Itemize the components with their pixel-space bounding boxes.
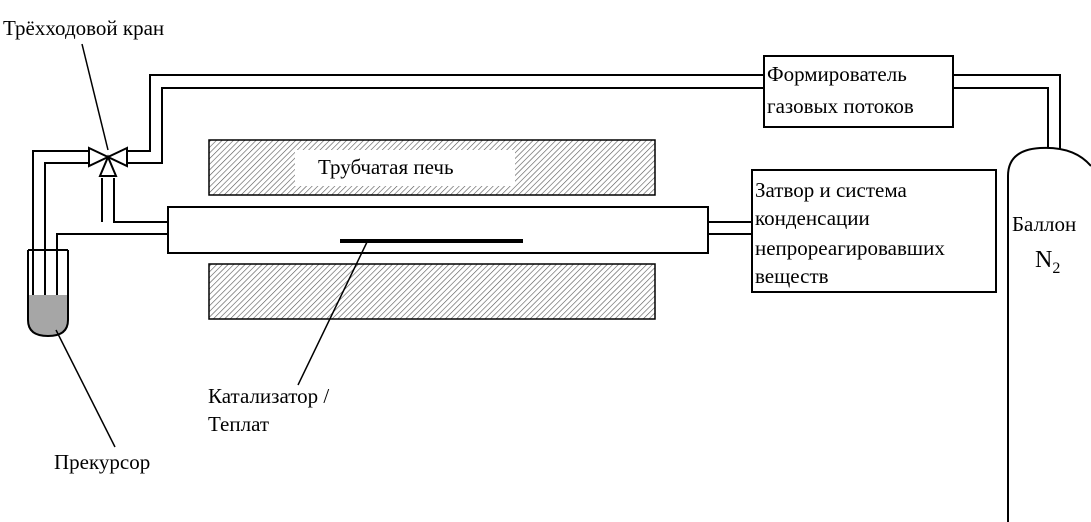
valve-label: Трёхходовой кран (3, 16, 165, 40)
valve-to-precursor-pipe (32, 150, 88, 326)
tube-to-trap-connector (708, 221, 752, 235)
furnace-label-bg (295, 150, 515, 186)
catalyst-label-line2: Теплат (208, 412, 270, 436)
cylinder-formula-sub: 2 (1052, 259, 1061, 277)
furnace-label: Трубчатая печь (318, 155, 454, 179)
leader-lines (55, 43, 369, 448)
furnace-bottom-block (208, 263, 656, 320)
trap-label-line4: веществ (755, 264, 829, 288)
n2-cylinder (1007, 146, 1091, 522)
trap-label-line3: непрореагировавших (755, 236, 945, 260)
reactor-tube (167, 206, 709, 254)
trap-label-line2: конденсации (755, 206, 870, 230)
precursor-vessel (27, 249, 69, 338)
three-way-valve-icon (88, 146, 128, 177)
cylinder-label: Баллон (1012, 212, 1077, 236)
catalyst-label-line1: Катализатор / (208, 384, 330, 408)
gas-flow-former-box (763, 55, 954, 128)
precursor-label: Прекурсор (54, 450, 151, 474)
gas-line-top (120, 74, 1061, 164)
trap-label-line1: Затвор и система (755, 178, 907, 202)
cylinder-formula: N2 (1035, 247, 1060, 278)
former-label-line2: газовых потоков (767, 94, 914, 118)
former-label-line1: Формирователь (767, 62, 907, 86)
trap-system-box (751, 169, 997, 293)
tube-inlet-pipe (44, 178, 168, 300)
cylinder-formula-n: N (1035, 247, 1053, 273)
